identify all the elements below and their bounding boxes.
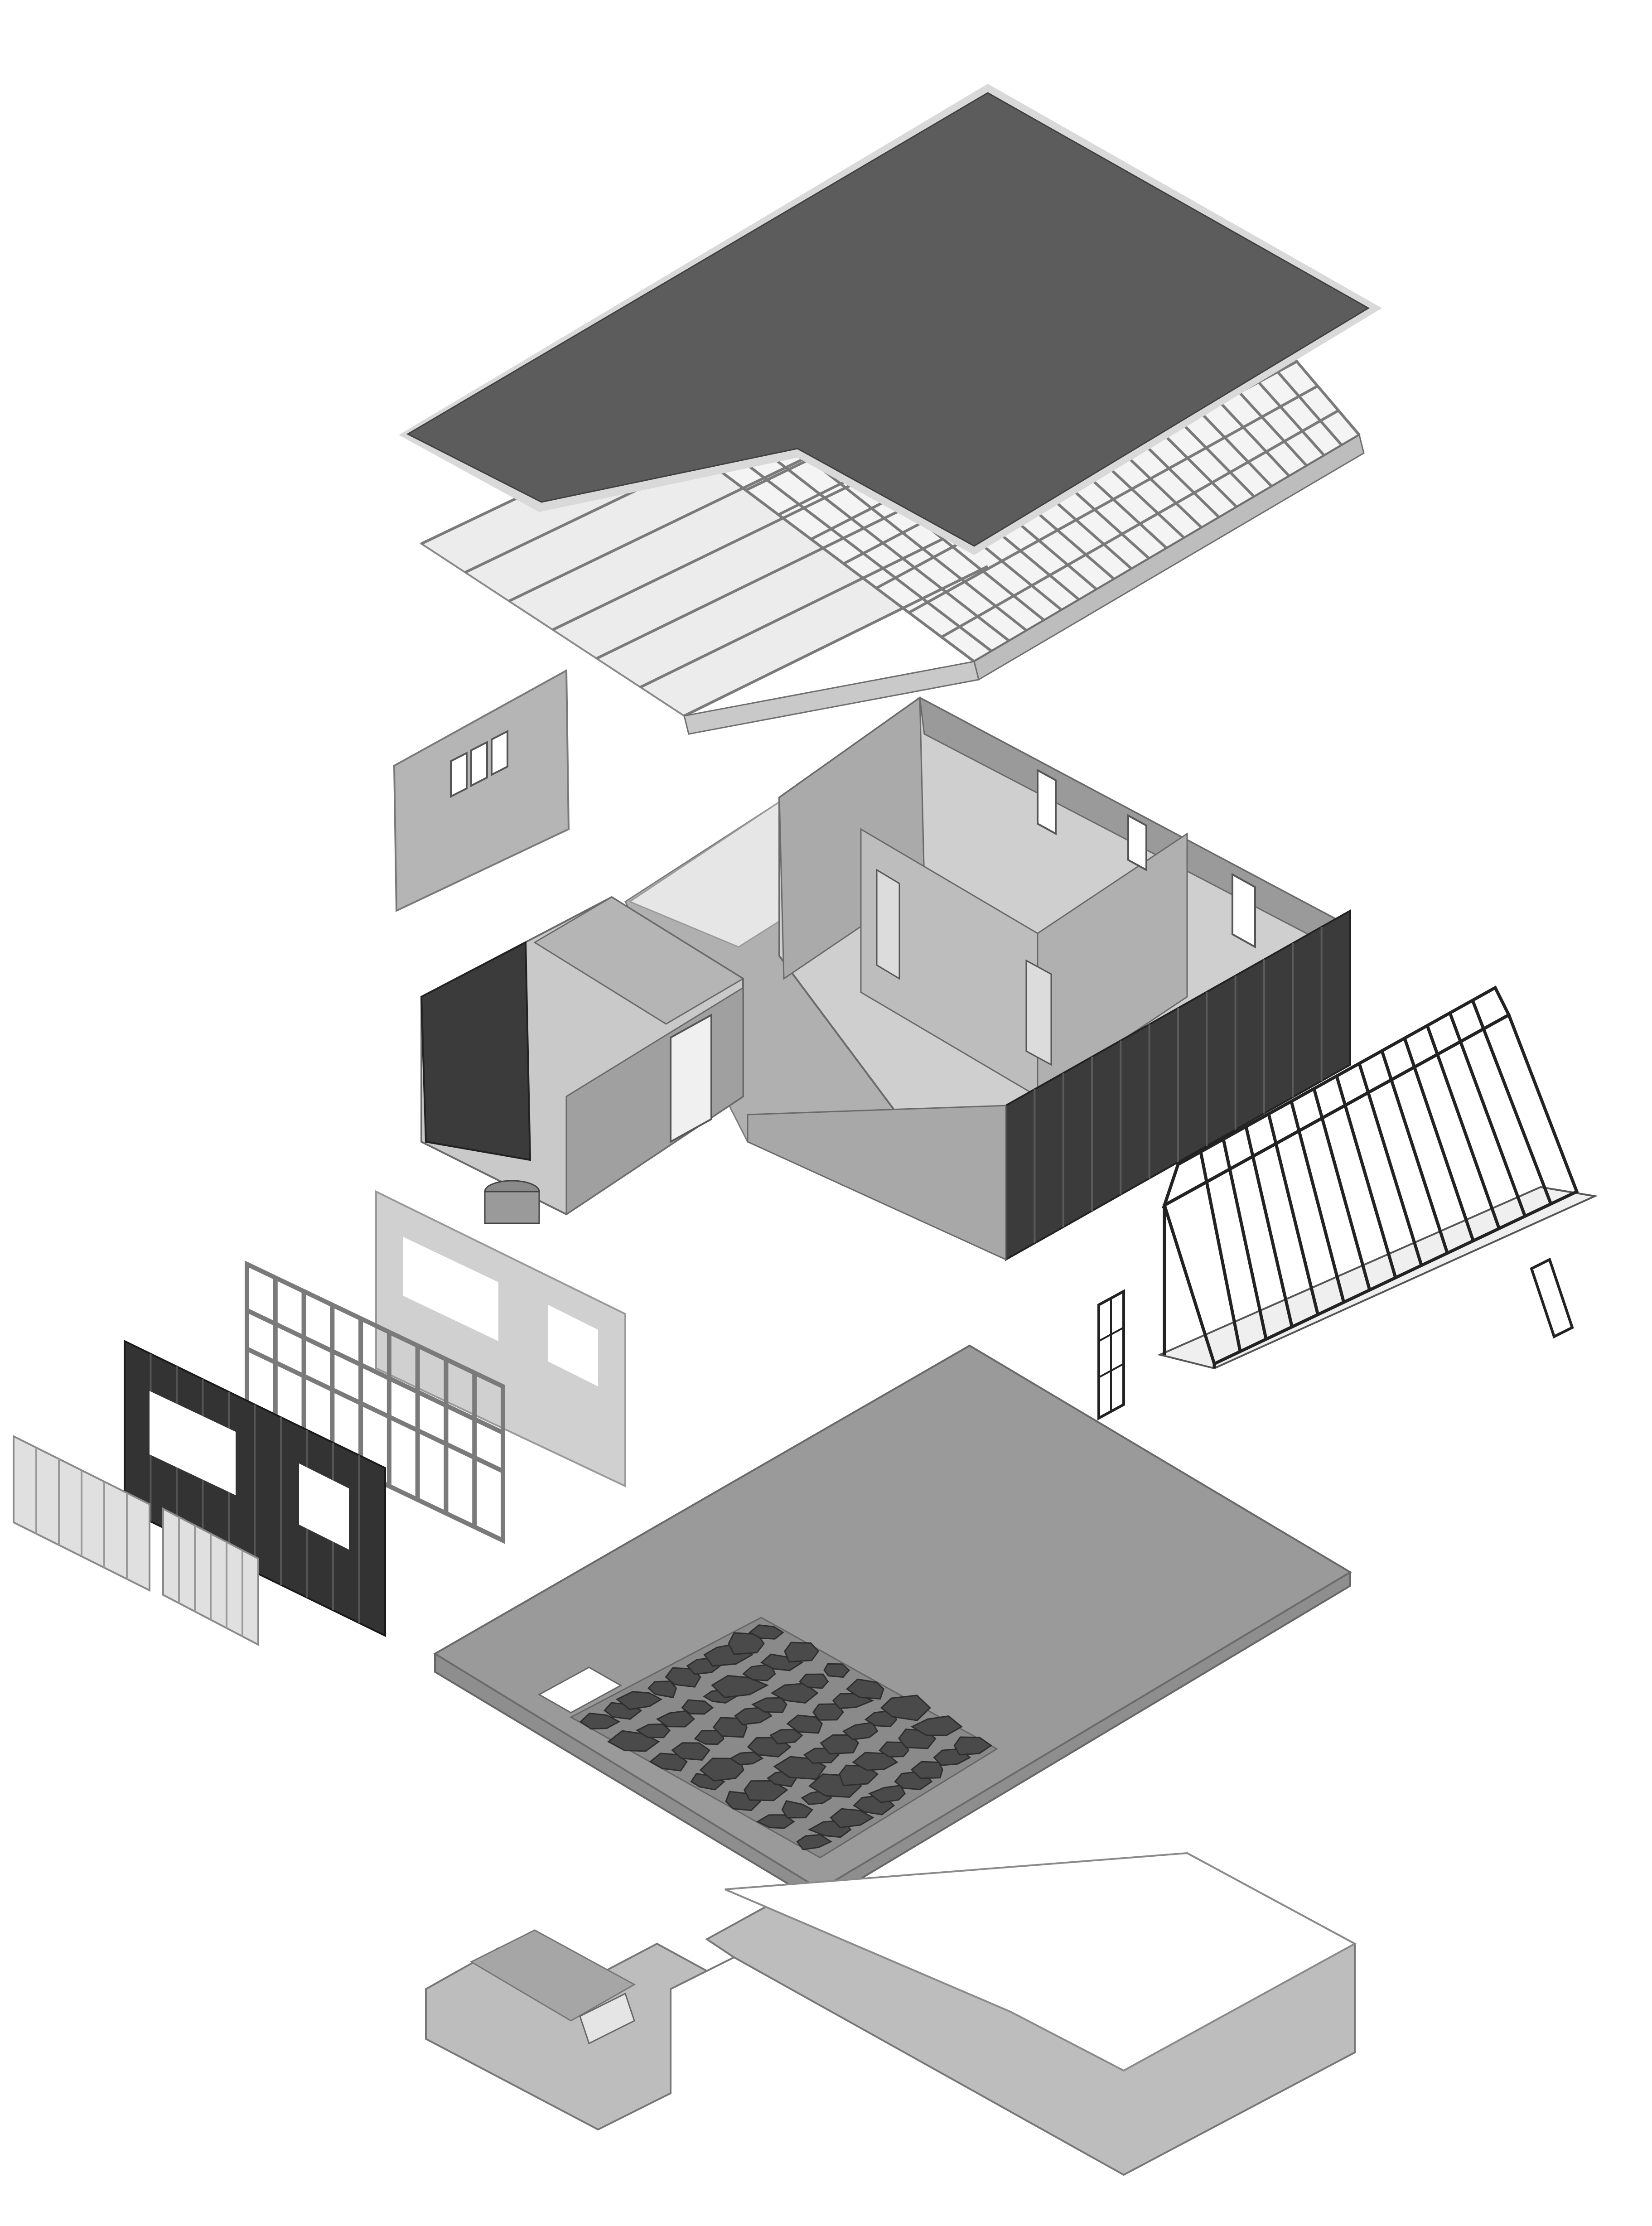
greenhouse-mullion — [1380, 1050, 1449, 1254]
foundation-void — [725, 1852, 1357, 2072]
barrel-body — [484, 1191, 540, 1224]
door-icon — [1530, 1257, 1574, 1339]
stone — [748, 1624, 784, 1640]
greenhouse-mullion — [1199, 1151, 1242, 1352]
joist-line — [941, 409, 1339, 638]
wall-cladding — [124, 1339, 386, 1637]
cladding-window-opening — [299, 1463, 349, 1550]
greenhouse-mullion — [1290, 1101, 1346, 1303]
foundation-pit — [469, 1929, 636, 2022]
cladding-seams — [1034, 927, 1323, 1244]
foundation — [425, 1852, 1357, 2176]
gable-wall — [393, 669, 570, 913]
sauna-block-top — [533, 896, 744, 1025]
gable-window-icon — [450, 729, 508, 798]
cladding-window-opening — [150, 1391, 236, 1495]
stone — [681, 1699, 714, 1715]
stone — [615, 1691, 663, 1710]
door-leaf-right — [1530, 1257, 1574, 1339]
roof-joist-fascia — [683, 661, 980, 735]
door-icon — [1025, 959, 1052, 1066]
stones — [580, 1624, 992, 1850]
greenhouse-mullions — [1199, 1000, 1553, 1352]
stone — [781, 1800, 814, 1819]
stone — [910, 1715, 963, 1736]
greenhouse-mullion — [1312, 1088, 1372, 1291]
joist-line — [508, 453, 813, 603]
greenhouse-mullion — [1357, 1063, 1423, 1266]
back-window-icon — [1037, 768, 1256, 949]
stone — [671, 1742, 710, 1761]
stone — [784, 1642, 819, 1663]
stud-line — [246, 1347, 504, 1473]
sheathing-opening — [403, 1237, 498, 1341]
greenhouse-mullion — [1222, 1139, 1268, 1340]
shutter-slats — [35, 1448, 243, 1637]
stone — [769, 1729, 803, 1745]
wall-panel-icon — [393, 669, 570, 913]
stone — [880, 1695, 931, 1721]
sheathing-opening — [548, 1305, 598, 1386]
greenhouse-mullion — [1244, 1126, 1294, 1328]
greenhouse-mullion — [1335, 1076, 1397, 1278]
stone — [786, 1714, 823, 1734]
joist-line — [596, 509, 901, 660]
stone — [798, 1673, 829, 1689]
greenhouse — [1157, 985, 1598, 1370]
joist-line — [908, 385, 1319, 614]
stud-lines — [246, 1278, 504, 1527]
stone — [756, 1814, 795, 1829]
joist-line — [640, 537, 945, 689]
house-volume — [420, 696, 1351, 1261]
greenhouse-mullion — [1471, 1000, 1553, 1205]
greenhouse-mullion — [1403, 1038, 1475, 1241]
stone — [953, 1736, 992, 1756]
wall-studs — [245, 1260, 505, 1544]
floor-opening — [537, 1666, 623, 1714]
joist-line — [683, 565, 989, 717]
greenhouse-mullion — [1448, 1012, 1526, 1217]
greenhouse-ridge — [1161, 985, 1511, 1209]
roof-deck — [399, 84, 1382, 555]
door-icon — [670, 1013, 712, 1144]
door-icon — [876, 869, 900, 980]
stone-paving — [569, 1617, 998, 1859]
stair-icon — [579, 1992, 635, 2045]
stone — [845, 1678, 884, 1700]
greenhouse-mullion — [1267, 1113, 1319, 1315]
sauna-cladding — [420, 941, 531, 1161]
door-leaf-left — [1097, 1289, 1125, 1421]
stone — [636, 1723, 671, 1738]
window-shutters — [13, 1434, 259, 1647]
stud-line — [246, 1308, 504, 1435]
joist-line — [552, 481, 857, 631]
wall-sheathing — [375, 1190, 626, 1488]
house-front-face — [747, 1105, 1007, 1261]
roof-slab-icon — [406, 92, 1370, 547]
stone — [823, 1663, 850, 1678]
stone — [580, 1712, 621, 1730]
stone — [796, 1834, 832, 1850]
greenhouse-mullion — [1425, 1025, 1501, 1229]
stone — [830, 1808, 874, 1829]
